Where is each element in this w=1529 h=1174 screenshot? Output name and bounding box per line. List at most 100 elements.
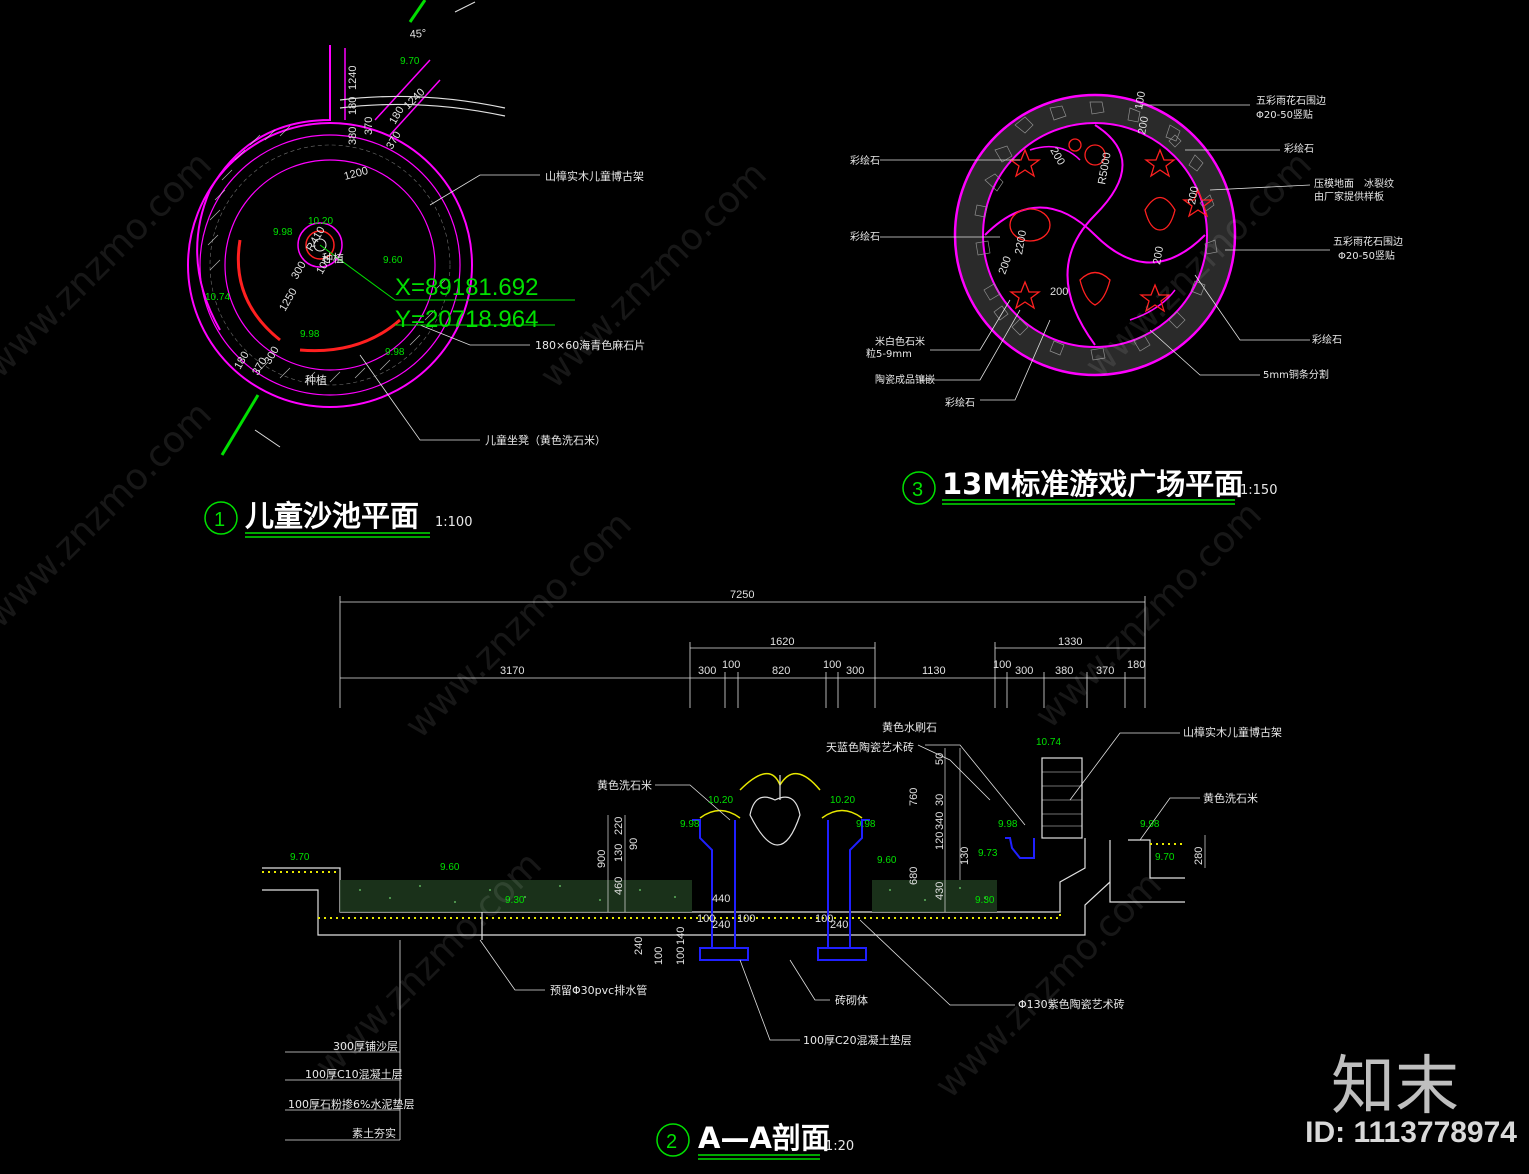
label: 彩绘石: [945, 396, 975, 409]
dim: 460: [613, 877, 625, 895]
dim: 100: [1133, 90, 1148, 110]
label: 压模地面 冰裂纹: [1314, 177, 1394, 190]
label: Φ130紫色陶瓷艺术砖: [1018, 997, 1125, 1011]
level-mark: 10.74: [1036, 737, 1061, 748]
svg-text:www.znzmo.com: www.znzmo.com: [397, 504, 639, 746]
label: 100厚C20混凝土垫层: [803, 1033, 912, 1047]
dim: 180: [347, 97, 359, 115]
svg-text:www.znzmo.com: www.znzmo.com: [0, 144, 220, 386]
dim: 370: [1096, 665, 1114, 677]
level-mark: 9.60: [383, 255, 403, 266]
label: 彩绘石: [1312, 333, 1342, 346]
label: 陶瓷成品镶嵌: [875, 373, 935, 386]
dim: 680: [908, 867, 920, 885]
plan3-number: 3: [912, 479, 923, 501]
dim: 200: [1050, 286, 1068, 298]
label: 黄色洗石米: [597, 778, 652, 792]
section2-scale: 1:20: [825, 1139, 854, 1154]
layer-label: 300厚铺沙层: [333, 1040, 398, 1053]
dim: 100: [675, 947, 687, 965]
dim: 1130: [922, 665, 946, 677]
sandpit-plan: 山樟实木儿童博古架 180×60海青色麻石片 儿童坐凳（黄色洗石米） 种植 种植…: [187, 0, 645, 538]
dim: 2200: [1013, 229, 1029, 255]
level-mark: 10.20: [708, 795, 733, 806]
plan3-title: 13M标准游戏广场平面: [942, 467, 1243, 501]
dim: 100: [722, 659, 740, 671]
level-mark: 9.70: [290, 852, 310, 863]
label-shelf: 山樟实木儿童博古架: [545, 169, 644, 183]
plan1-number: 1: [214, 509, 225, 531]
level-mark: 9.70: [1155, 852, 1175, 863]
level-mark: 10.20: [308, 216, 333, 227]
label: 山樟实木儿童博古架: [1183, 725, 1282, 739]
image-id: ID: 1113778974: [1305, 1116, 1517, 1149]
dim: 100: [993, 659, 1011, 671]
level-mark: 9.30: [505, 895, 525, 906]
label: Φ20-50竖贴: [1338, 249, 1395, 262]
level-mark: 9.98: [1140, 819, 1160, 830]
plan3-scale: 1:150: [1240, 483, 1277, 498]
label: Φ20-50竖贴: [1256, 108, 1313, 121]
dim: 300: [1015, 665, 1033, 677]
dim: 1330: [1058, 636, 1082, 648]
level-mark: 9.98: [385, 347, 405, 358]
dim: 820: [772, 665, 790, 677]
dim: 100: [697, 913, 715, 925]
dim: R5000: [1096, 152, 1113, 186]
dim: 120: [934, 832, 946, 850]
label-stone: 180×60海青色麻石片: [535, 338, 645, 352]
label-bench: 儿童坐凳（黄色洗石米）: [485, 433, 606, 447]
dim: 380: [347, 127, 359, 145]
svg-text:www.znzmo.com: www.znzmo.com: [0, 394, 220, 636]
coord-x: X=89181.692: [395, 274, 538, 301]
level-mark: 9.98: [680, 819, 700, 830]
dim: 280: [1193, 847, 1205, 865]
label: 黄色洗石米: [1203, 791, 1258, 805]
layer-label: 100厚石粉掺6%水泥垫层: [288, 1097, 414, 1111]
plan1-title: 儿童沙池平面: [245, 499, 419, 533]
level-mark: 9.98: [998, 819, 1018, 830]
dim: 440: [712, 893, 730, 905]
label: 由厂家提供样板: [1314, 190, 1384, 203]
label-plant-inner: 种植: [322, 251, 344, 265]
layer-label: 素土夯实: [352, 1126, 396, 1140]
dim: 370: [384, 130, 404, 152]
dim: 240: [712, 919, 730, 931]
dim: 1200: [343, 165, 370, 183]
dim: 200: [1136, 115, 1151, 135]
dim: 3170: [500, 665, 524, 677]
dim: 180: [1127, 659, 1145, 671]
dim: 130: [613, 844, 625, 862]
label: 砖砌体: [835, 993, 868, 1007]
level-mark: 9.30: [975, 895, 995, 906]
section2-title: A—A剖面: [698, 1121, 830, 1155]
level-mark: 9.73: [978, 848, 998, 859]
dim: 300: [846, 665, 864, 677]
plaza-plan: 五彩雨花石围边 Φ20-50竖贴 彩绘石 压模地面 冰裂纹 由厂家提供样板 五彩…: [850, 90, 1403, 505]
label: 粒5-9mm: [866, 347, 912, 360]
level-mark: 9.60: [440, 862, 460, 873]
dim: 1250: [277, 286, 300, 313]
dim: 30: [934, 794, 946, 806]
level-mark: 10.74: [205, 292, 230, 303]
dim: 240: [830, 919, 848, 931]
dim: 180: [387, 105, 407, 127]
level-mark: 10.20: [830, 795, 855, 806]
label: 5mm铜条分割: [1263, 368, 1329, 381]
dim: 900: [596, 850, 608, 868]
label: 黄色水刷石: [882, 720, 937, 734]
dim: 220: [613, 817, 625, 835]
dim: 100: [653, 947, 665, 965]
dim: 50: [934, 753, 946, 765]
dim: 180: [232, 350, 252, 372]
plan1-scale: 1:100: [435, 515, 472, 530]
label: 天蓝色陶瓷艺术砖: [826, 740, 914, 754]
dim: 200: [1151, 245, 1166, 265]
dim: 140: [675, 927, 687, 945]
label: 预留Φ30pvc排水管: [550, 983, 647, 997]
dim: 300: [289, 260, 309, 282]
dim: 240: [633, 937, 645, 955]
dim: 1620: [770, 636, 794, 648]
svg-text:www.znzmo.com: www.znzmo.com: [1027, 494, 1269, 736]
